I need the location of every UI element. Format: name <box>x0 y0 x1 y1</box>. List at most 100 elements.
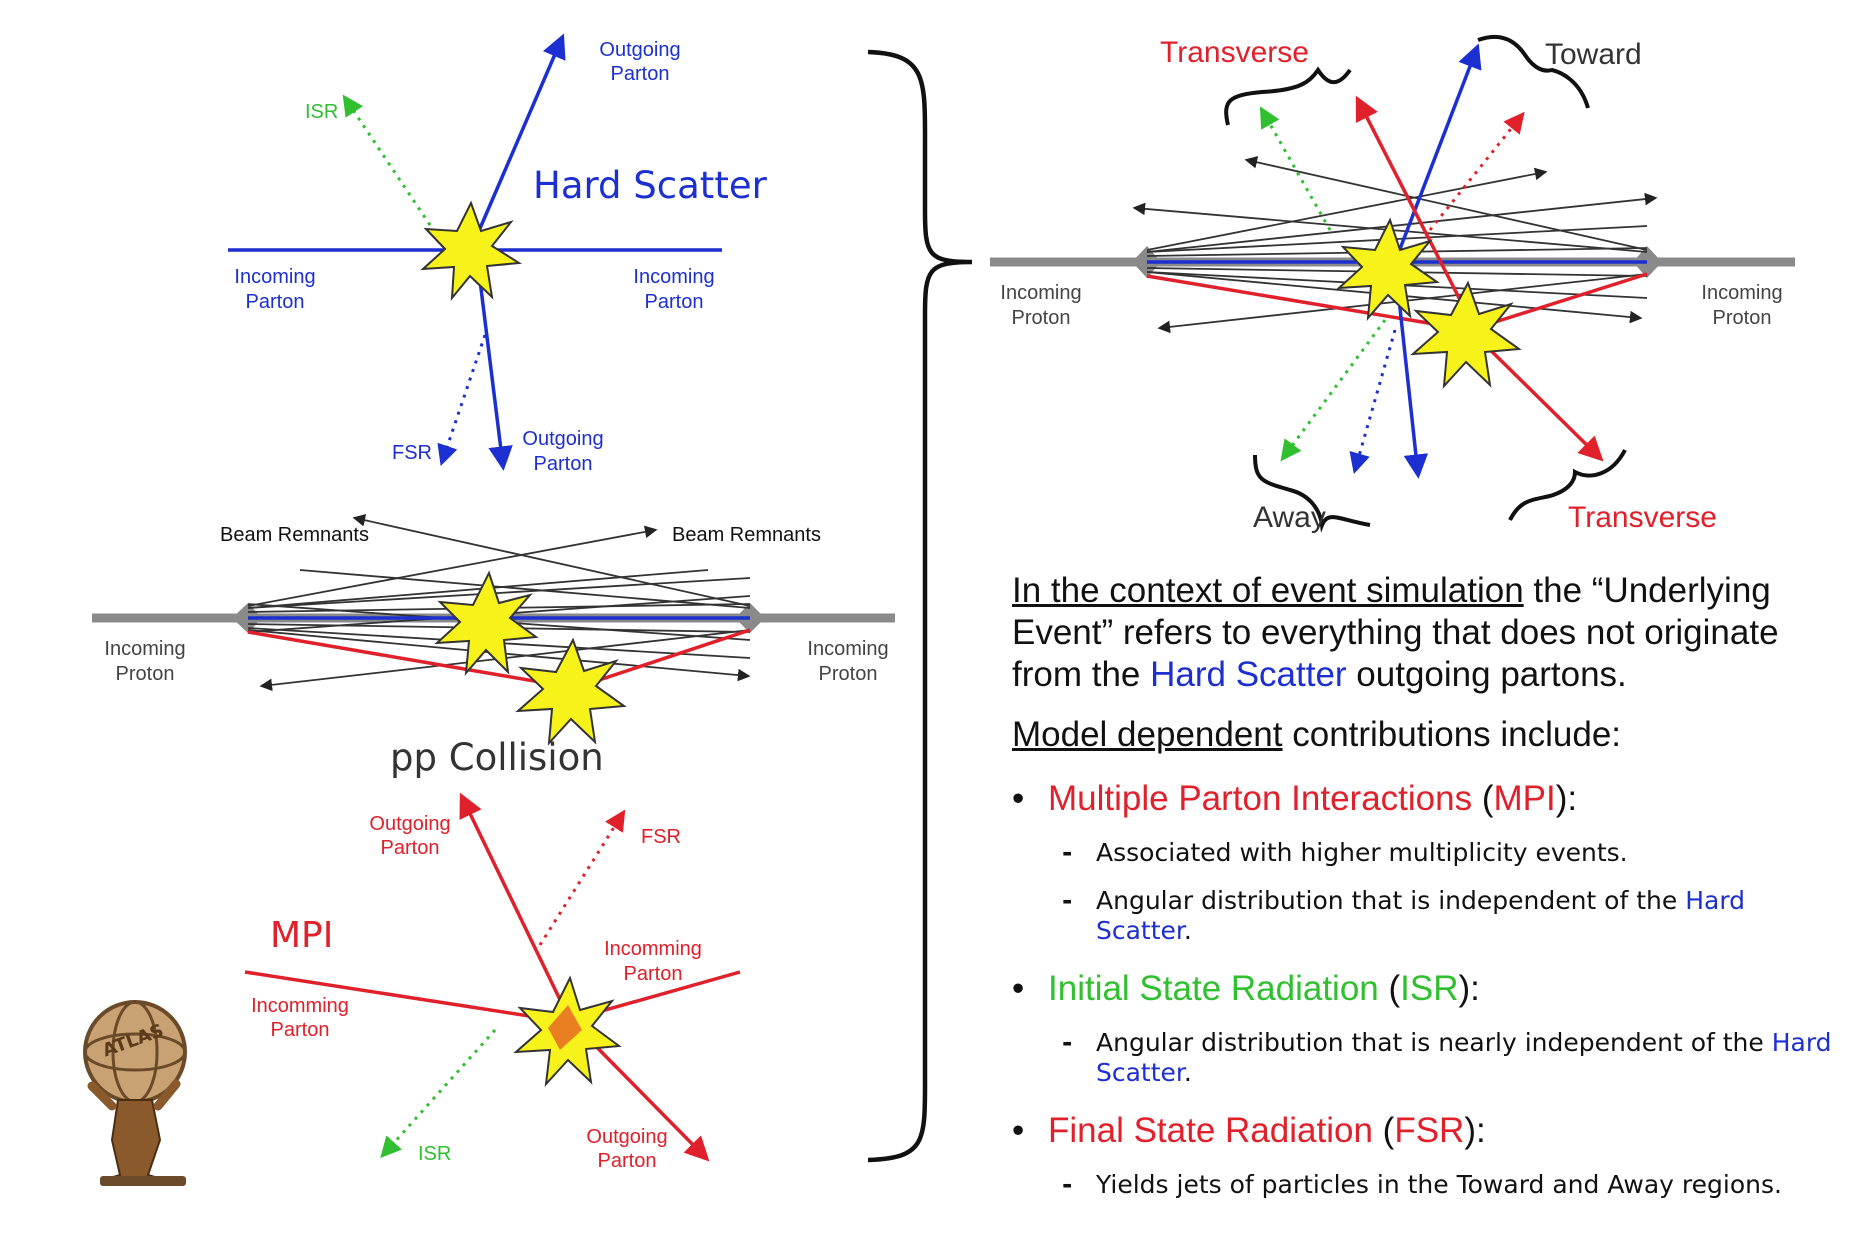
fsr-arrow <box>437 334 487 466</box>
regions-mpi-star-icon <box>1410 280 1522 389</box>
away-label: Away <box>1253 501 1326 534</box>
outgoing-top-label-1: Outgoing <box>599 39 680 61</box>
isr-abbr: ISR <box>1400 969 1459 1008</box>
pp-collision-diagram: Beam Remnants Beam Remnants Incoming Pro… <box>92 514 895 779</box>
mpi-title: MPI <box>270 915 333 956</box>
isr-sub-text: Angular distribution that is nearly inde… <box>1096 1028 1772 1057</box>
mpi-fsr-label: FSR <box>641 826 681 848</box>
contributions-intro: Model dependent contributions include: <box>1012 714 1842 756</box>
mpi-incoming-left-label-1: Incomming <box>251 995 349 1017</box>
away-brace <box>1253 454 1371 533</box>
mpi-star-core <box>548 1005 582 1050</box>
hard-star-icon <box>434 570 539 677</box>
regions-green-isr-bottom-arrow <box>1280 319 1387 462</box>
toward-parton-arrow <box>1393 43 1482 263</box>
regions-hard-star-icon <box>1336 217 1440 322</box>
mpi-isr-arrow <box>380 1028 497 1159</box>
star-burst-icon <box>420 200 523 302</box>
beam-remnants-right-label: Beam Remnants <box>672 524 821 546</box>
outgoing-parton-top-arrow <box>473 33 566 241</box>
mpi-star-icon <box>515 637 627 746</box>
proton-right-label-2: Proton <box>819 663 878 685</box>
regions-blue-fsr-arrow <box>1349 329 1397 475</box>
regions-proton-right-label-2: Proton <box>1713 307 1772 329</box>
transverse-top-arrow <box>1355 95 1480 336</box>
model-dependent-phrase: Model dependent <box>1012 715 1283 754</box>
atlas-statue-logo: ATLAS <box>83 1000 187 1186</box>
isr-sub-item: Angular distribution that is nearly inde… <box>1062 1028 1842 1088</box>
pp-collision-title: pp Collision <box>390 736 604 779</box>
outgoing-bottom-label-2: Parton <box>534 453 593 475</box>
isr-label: ISR <box>305 101 338 123</box>
incoming-left-label-1: Incoming <box>234 266 315 288</box>
mpi-sub-item-1: Associated with higher multiplicity even… <box>1062 838 1842 868</box>
regions-green-isr-top-arrow <box>1259 106 1332 231</box>
mpi-parton-left <box>247 630 576 690</box>
isr-bullet: Initial State Radiation (ISR): <box>1012 968 1842 1010</box>
mpi-name: Multiple Parton Interactions <box>1048 779 1473 818</box>
mpi-diagram: MPI Outgoing Parton FSR Incomming Parton… <box>244 792 741 1172</box>
regions-red-fsr-arrow <box>1428 111 1525 231</box>
description-panel: In the context of event simulation the “… <box>1012 570 1842 1218</box>
fsr-bullet: Final State Radiation (FSR): <box>1012 1110 1842 1152</box>
incoming-right-label-2: Parton <box>645 291 704 313</box>
mpi-sub2-text: Angular distribution that is independent… <box>1096 886 1686 915</box>
proton-left-label-1: Incoming <box>104 638 185 660</box>
regions-proton-right-label-1: Incoming <box>1701 282 1782 304</box>
toward-brace <box>1477 34 1590 109</box>
fsr-abbr: FSR <box>1394 1111 1465 1150</box>
mpi-outgoing-top-label-1: Outgoing <box>369 813 450 835</box>
mpi-outgoing-bottom-label-2: Parton <box>598 1150 657 1172</box>
mpi-outgoing-top-label-2: Parton <box>381 837 440 859</box>
proton-right-label-1: Incoming <box>807 638 888 660</box>
transverse-bottom-brace <box>1508 449 1627 521</box>
incoming-right-label-1: Incoming <box>633 266 714 288</box>
mpi-incoming-left-line <box>244 970 556 1022</box>
context-phrase: In the context of event simulation <box>1012 571 1524 610</box>
regions-proton-left-label-1: Incoming <box>1000 282 1081 304</box>
mpi-outgoing-bottom-label-1: Outgoing <box>586 1126 667 1148</box>
ue-definition-paragraph: In the context of event simulation the “… <box>1012 570 1842 696</box>
mpi-outgoing-top-arrow <box>459 792 567 1011</box>
mpi-incoming-right-label-2: Parton <box>624 963 683 985</box>
hard-scatter-diagram: Hard Scatter Outgoing Parton Incoming Pa… <box>228 33 768 475</box>
mpi-abbr: MPI <box>1493 779 1556 818</box>
regions-proton-left-label-2: Proton <box>1012 307 1071 329</box>
hard-scatter-term: Hard Scatter <box>1150 655 1347 694</box>
mpi-bullet: Multiple Parton Interactions (MPI): <box>1012 778 1842 820</box>
regions-mpi-left-line <box>1146 274 1471 332</box>
incoming-left-label-2: Parton <box>246 291 305 313</box>
mpi-sub-item-2: Angular distribution that is independent… <box>1062 886 1842 946</box>
outgoing-bottom-label-1: Outgoing <box>522 428 603 450</box>
transverse-top-brace <box>1224 66 1352 126</box>
mpi-fsr-arrow <box>538 809 626 946</box>
regions-diagram: Transverse Toward Away Transverse Incomi… <box>990 34 1795 534</box>
isr-sub-hard-scatter: Hard Scatter <box>1096 1028 1832 1087</box>
mpi-isr-label: ISR <box>418 1143 451 1165</box>
mpi-parton-right <box>574 628 751 690</box>
proton-left-tip <box>232 603 262 633</box>
transverse-bottom-label: Transverse <box>1568 501 1717 534</box>
isr-sub-end: . <box>1183 1058 1192 1087</box>
fsr-name: Final State Radiation <box>1048 1111 1373 1150</box>
hard-scatter-title: Hard Scatter <box>533 164 768 207</box>
proton-left-label-2: Proton <box>116 663 175 685</box>
beam-remnants-left-label: Beam Remnants <box>220 524 369 546</box>
fsr-label: FSR <box>392 442 432 464</box>
fsr-sub-item: Yields jets of particles in the Toward a… <box>1062 1170 1842 1200</box>
toward-label: Toward <box>1545 38 1642 71</box>
transverse-top-label: Transverse <box>1160 36 1309 69</box>
definition-text-b: outgoing partons. <box>1346 655 1627 694</box>
definition-text-a: the “Underlying Event” refers to everyth… <box>1012 571 1779 694</box>
regions-proton-right-tip <box>1633 246 1662 278</box>
contributions-text: contributions include: <box>1282 715 1622 754</box>
mpi-sub2-end: . <box>1183 916 1192 945</box>
mpi-sub2-hard-scatter: Hard Scatter <box>1096 886 1746 945</box>
outgoing-top-label-2: Parton <box>611 63 670 85</box>
mpi-incoming-right-label-1: Incomming <box>604 938 702 960</box>
regions-mpi-right-line <box>1469 272 1648 332</box>
isr-arrow <box>342 94 442 241</box>
grouping-brace <box>867 49 973 1163</box>
